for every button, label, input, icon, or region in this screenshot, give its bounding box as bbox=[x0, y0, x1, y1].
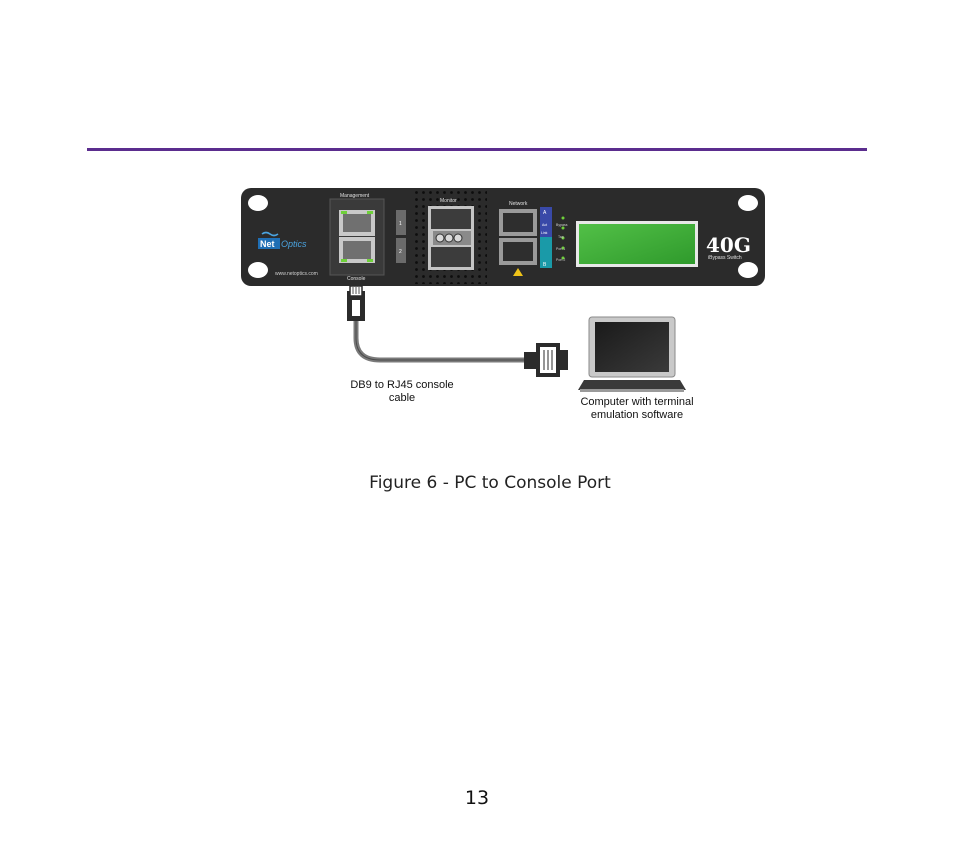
cable-label: DB9 to RJ45 console cable bbox=[338, 379, 466, 405]
status-led-icon bbox=[561, 236, 565, 240]
indicator-a bbox=[540, 207, 552, 237]
status-led-icon bbox=[561, 226, 565, 230]
laptop-computer-icon bbox=[578, 316, 686, 392]
network-label: Network bbox=[509, 201, 528, 207]
figure-caption: Figure 6 - PC to Console Port bbox=[369, 473, 611, 493]
computer-label-line1: Computer with terminal bbox=[580, 396, 694, 408]
lcd-display bbox=[579, 224, 695, 264]
header-rule bbox=[87, 148, 867, 151]
computer-label-line2: emulation software bbox=[590, 409, 684, 421]
status-led-icon bbox=[561, 246, 565, 250]
warning-icon bbox=[513, 268, 523, 276]
network-port-a[interactable] bbox=[499, 209, 537, 236]
status-port2-label: Port 2 bbox=[556, 258, 565, 262]
network-switch-chassis: Net Optics www.netoptics.com Management … bbox=[241, 188, 765, 286]
led-a-label: A bbox=[543, 210, 547, 216]
cable-label-line2: cable bbox=[388, 392, 416, 404]
management-port[interactable] bbox=[339, 210, 375, 236]
port-one-label: 1 bbox=[399, 221, 402, 227]
network-port-b[interactable] bbox=[499, 238, 537, 265]
led-link-label: Link bbox=[541, 231, 548, 235]
status-tap-label: Tap bbox=[558, 235, 564, 239]
website-text: www.netoptics.com bbox=[275, 271, 318, 277]
monitor-label: Monitor bbox=[440, 198, 457, 204]
port-two-label: 2 bbox=[399, 249, 402, 255]
product-name-text: iBypass Switch bbox=[708, 255, 742, 261]
model-text: 40G bbox=[706, 233, 751, 257]
console-cable bbox=[347, 285, 568, 377]
db9-connector-icon bbox=[524, 343, 568, 377]
page-number: 13 bbox=[464, 787, 490, 809]
management-label: Management bbox=[340, 193, 370, 199]
console-port[interactable] bbox=[339, 237, 375, 263]
console-label: Console bbox=[347, 276, 366, 282]
indicator-b bbox=[540, 237, 552, 268]
cable-label-line1: DB9 to RJ45 console bbox=[350, 379, 454, 391]
mount-hole-icon bbox=[248, 195, 268, 211]
status-led-icon bbox=[561, 216, 565, 220]
status-bypass-label: Bypass bbox=[556, 223, 568, 227]
mount-hole-icon bbox=[738, 195, 758, 211]
mount-hole-icon bbox=[738, 262, 758, 278]
status-port1-label: Port 1 bbox=[556, 247, 565, 251]
status-led-icon bbox=[561, 256, 565, 260]
brand-optics-text: Optics bbox=[281, 239, 307, 249]
net-optics-logo: Net Optics bbox=[258, 231, 307, 249]
mount-hole-icon bbox=[248, 262, 268, 278]
brand-net-text: Net bbox=[260, 239, 275, 249]
led-act-label: Act bbox=[542, 223, 547, 227]
led-b-label: B bbox=[543, 262, 547, 268]
computer-label: Computer with terminal emulation softwar… bbox=[562, 396, 712, 422]
monitor-transceiver[interactable] bbox=[428, 206, 474, 270]
